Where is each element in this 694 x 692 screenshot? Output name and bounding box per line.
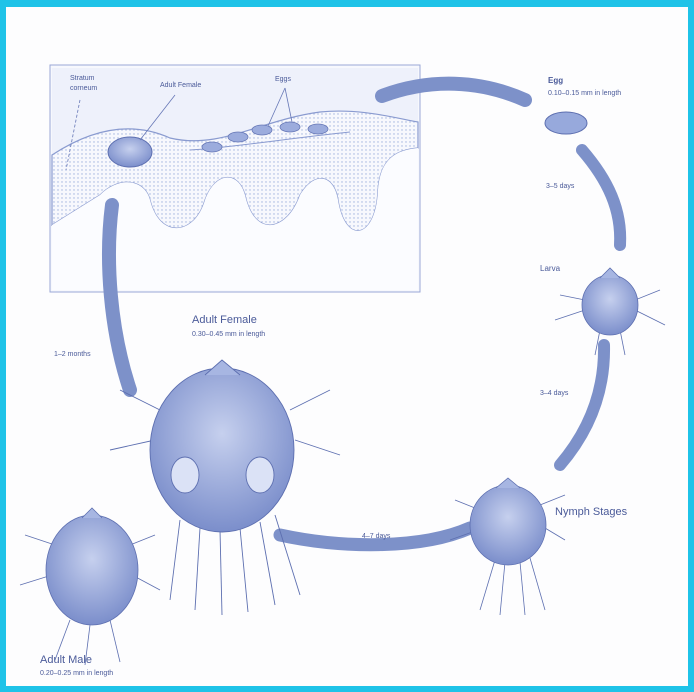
adult-male-size-label: 0.20–0.25 mm in length — [40, 670, 113, 677]
larva-to-nymph-duration: 3–4 days — [540, 390, 568, 397]
adult-male-label: Adult Male — [40, 654, 92, 666]
adult-male-illustration — [20, 508, 160, 665]
arrow-egg-to-larva — [582, 150, 620, 245]
larva-label: Larva — [540, 264, 560, 273]
adult-female-illustration — [110, 360, 340, 615]
arrow-larva-to-nymph — [560, 345, 604, 465]
nymph-to-adult-duration: 4–7 days — [362, 533, 390, 540]
egg-to-larva-duration: 3–5 days — [546, 183, 574, 190]
egg-label: Egg — [548, 76, 563, 85]
nymph-stages-label: Nymph Stages — [555, 506, 627, 518]
adult-lifespan-duration: 1–2 months — [54, 351, 91, 358]
stratum-corneum-label: Stratum corneum — [70, 74, 97, 94]
nymph-illustration — [450, 478, 565, 615]
adult-female-size-label: 0.30–0.45 mm in length — [192, 331, 265, 338]
larva-illustration — [555, 268, 665, 355]
inset-adult-female-label: Adult Female — [160, 82, 201, 89]
egg-size-label: 0.10–0.15 mm in length — [548, 90, 621, 97]
egg-illustration — [545, 112, 587, 134]
adult-female-label: Adult Female — [192, 314, 257, 326]
eggs-label: Eggs — [275, 76, 291, 83]
